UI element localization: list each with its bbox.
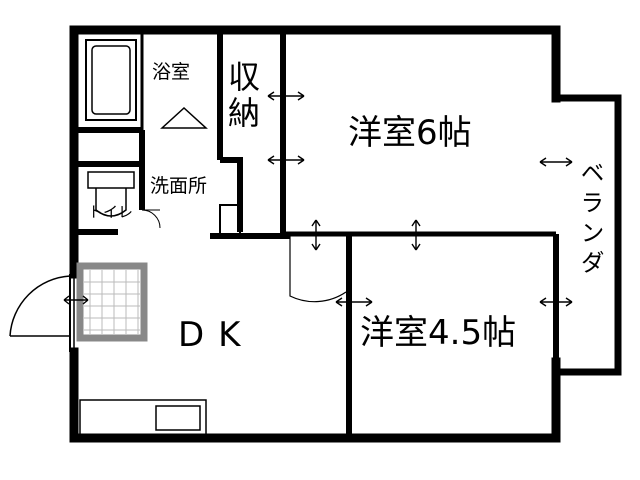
kitchen-counter [79, 399, 207, 437]
room-door-arc [289, 236, 347, 303]
room-label-bath: 浴室 [152, 61, 191, 83]
toilet-door [141, 209, 161, 229]
bath-step [160, 106, 208, 129]
room-label-western-4-5: 洋室4.5帖 [360, 313, 517, 353]
sliding-doors [63, 91, 573, 307]
interior-walls [74, 30, 559, 438]
room-label-dk: DK [178, 315, 255, 355]
room-label-western-6: 洋室6帖 [348, 113, 472, 153]
toilet-fixture [87, 171, 135, 217]
room-label-storage: 収納 [228, 58, 261, 132]
bathtub [85, 39, 137, 121]
room-label-veranda: ベランダ [576, 160, 604, 280]
room-label-washroom: 洗面所 [150, 175, 208, 197]
appliance-area [76, 262, 148, 342]
entrance-door [9, 274, 75, 352]
room-label-toilet: トイレ [88, 203, 134, 221]
veranda-outline [556, 94, 622, 376]
